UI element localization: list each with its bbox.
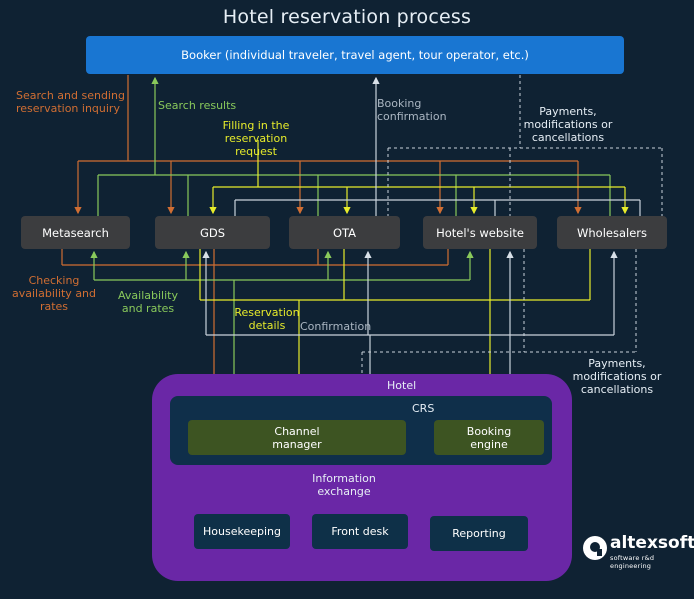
label-search-and-sending: Search and sending reservation inquiry bbox=[16, 89, 125, 115]
booking-confirmation-lines bbox=[234, 76, 641, 216]
reporting: Reporting bbox=[430, 516, 528, 551]
search-inquiry-lines bbox=[74, 75, 582, 215]
label-reservation-details: Reservation details bbox=[234, 306, 300, 332]
booker-box: Booker (individual traveler, travel agen… bbox=[86, 36, 624, 74]
label-information-exchange: Information exchange bbox=[312, 472, 376, 498]
label-confirmation: Confirmation bbox=[300, 320, 372, 333]
altexsoft-logo-icon bbox=[583, 536, 607, 560]
housekeeping: Housekeeping bbox=[194, 514, 290, 549]
search-results-lines bbox=[97, 76, 611, 216]
logo-tagline: software r&d engineering bbox=[610, 554, 655, 570]
node-ota: OTA bbox=[289, 216, 400, 249]
node-hotels-website: Hotel's website bbox=[423, 216, 537, 249]
logo-name: altexsoft bbox=[610, 533, 694, 553]
node-gds: GDS bbox=[155, 216, 270, 249]
channel-manager: Channel manager bbox=[188, 420, 406, 455]
booking-engine: Booking engine bbox=[434, 420, 544, 455]
front-desk: Front desk bbox=[312, 514, 408, 549]
label-search-results: Search results bbox=[158, 99, 237, 112]
node-metasearch: Metasearch bbox=[21, 216, 130, 249]
label-checking-availability: Checking availability and rates bbox=[12, 274, 97, 313]
label-availability-rates: Availability and rates bbox=[118, 289, 178, 315]
crs-label: CRS bbox=[412, 402, 435, 415]
label-booking-confirmation: Booking confirmation bbox=[377, 97, 447, 123]
node-wholesalers: Wholesalers bbox=[557, 216, 667, 249]
label-payments-top: Payments, modifications or cancellations bbox=[523, 105, 613, 144]
hotel-label: Hotel bbox=[387, 379, 417, 392]
label-payments-bottom: Payments, modifications or cancellations bbox=[572, 357, 662, 396]
label-filling-request: Filling in the reservation request bbox=[222, 119, 290, 158]
diagram-title: Hotel reservation process bbox=[222, 6, 472, 28]
payments-top-lines bbox=[387, 75, 663, 216]
